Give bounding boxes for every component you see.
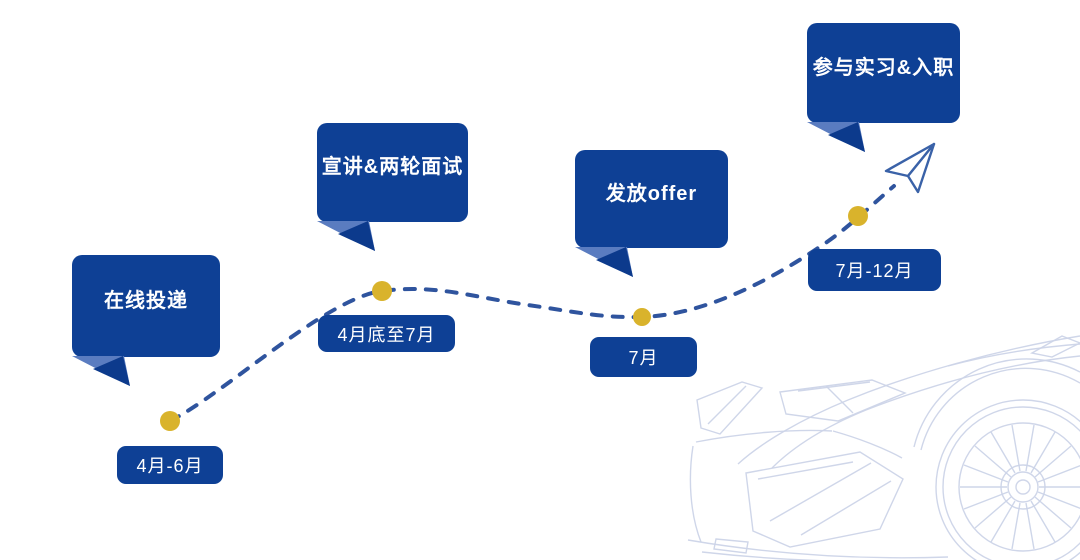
period-text: 7月-12月 <box>835 261 914 281</box>
timeline-node-dot <box>848 206 868 226</box>
bubble-tail <box>575 247 633 277</box>
period-text: 7月 <box>628 348 659 368</box>
step-title: 宣讲&两轮面试 <box>321 156 464 178</box>
step-title: 在线投递 <box>104 289 188 312</box>
step-title: 参与实习&入职 <box>812 56 955 79</box>
step-bubble-presentation-interviews: 宣讲&两轮面试 <box>317 123 468 251</box>
paper-plane-icon <box>884 142 936 194</box>
timeline-node-dot <box>633 308 651 326</box>
timeline-node-dot <box>372 281 392 301</box>
timeline-dashed-path <box>168 184 896 423</box>
period-text: 4月-6月 <box>136 456 204 476</box>
step-period-label: 7月-12月 <box>808 249 941 291</box>
period-text: 4月底至7月 <box>337 324 436 345</box>
car-wireframe-graphic <box>687 335 1080 560</box>
bubble-tail <box>807 122 865 152</box>
bubble-tail <box>317 221 375 251</box>
step-bubble-online-application: 在线投递 <box>72 255 220 386</box>
step-bubble-offer: 发放offer <box>575 150 728 277</box>
timeline-node-dot <box>160 411 180 431</box>
bubble-tail <box>72 356 130 386</box>
step-period-label: 7月 <box>590 337 697 377</box>
step-period-label: 4月-6月 <box>117 446 223 484</box>
step-title: 发放offer <box>605 182 698 205</box>
wheel-spokes <box>960 424 1080 550</box>
step-bubble-internship-onboarding: 参与实习&入职 <box>807 23 960 152</box>
step-period-label: 4月底至7月 <box>318 315 455 352</box>
